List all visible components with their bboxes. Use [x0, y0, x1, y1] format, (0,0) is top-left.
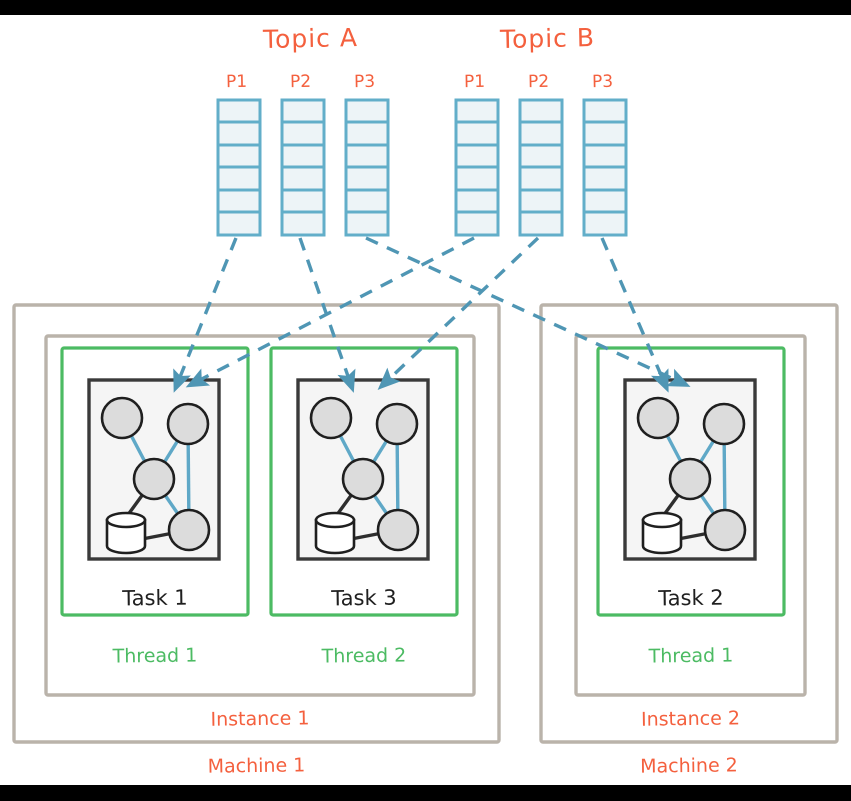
state-store-icon [105, 511, 147, 555]
assignment-arrow-topicA-p1-to-task1 [173, 237, 238, 393]
partition-topic-b-p3[interactable] [582, 98, 628, 237]
topic-a-label: Topic A [262, 23, 359, 54]
assignment-arrow-topicB-p1-to-task1 [185, 236, 475, 388]
processor-node [376, 508, 420, 552]
thread-1-label-machine-1: Thread 1 [112, 644, 198, 668]
instance-1-box [44, 334, 476, 697]
task-3-topology [296, 378, 430, 561]
processor-node [636, 396, 680, 440]
thread-1-box-machine-1 [60, 346, 250, 617]
processor-node [702, 402, 746, 446]
partition-topic-a-p1[interactable] [216, 98, 262, 237]
assignment-arrow-topicA-p3-to-task2 [365, 236, 691, 387]
processor-node [375, 402, 419, 446]
partition-topic-a-p2[interactable] [280, 98, 326, 237]
task-2-topology [623, 378, 757, 561]
letterbox-top-bar [0, 0, 851, 15]
task-3-label: Task 3 [331, 585, 397, 611]
thread-1-label-machine-2: Thread 1 [648, 644, 734, 668]
assignment-arrow-topicA-p2-to-task3 [298, 237, 356, 393]
partition-topic-b-p2[interactable] [518, 98, 564, 237]
topic-b-label: Topic B [499, 23, 596, 54]
partition-label-topic-a-p2: P2 [289, 71, 312, 93]
processor-node [341, 457, 385, 501]
letterbox-bottom-bar [0, 785, 851, 801]
processor-node [166, 402, 210, 446]
partition-topic-a-p3[interactable] [344, 98, 390, 237]
processor-node [668, 457, 712, 501]
processor-node [309, 396, 353, 440]
partition-label-topic-b-p1: P1 [463, 71, 486, 93]
assignment-arrow-topicB-p3-to-task2 [600, 237, 669, 393]
assignment-arrow-topicB-p2-to-task3 [377, 236, 540, 390]
machine-2-box [539, 303, 839, 744]
machine-2-label: Machine 2 [640, 754, 738, 778]
processor-node [132, 457, 176, 501]
partition-topic-b-p1[interactable] [454, 98, 500, 237]
partition-label-topic-a-p3: P3 [353, 71, 376, 93]
partition-label-topic-b-p2: P2 [527, 71, 550, 93]
thread-2-label-machine-1: Thread 2 [321, 644, 407, 668]
instance-2-box [574, 334, 807, 697]
partition-label-topic-a-p1: P1 [225, 71, 248, 93]
partition-label-topic-b-p3: P3 [591, 71, 614, 93]
processor-node [100, 396, 144, 440]
task-1-label: Task 1 [122, 585, 188, 611]
thread-2-box-machine-1 [269, 346, 459, 617]
instance-2-label: Instance 2 [640, 707, 741, 731]
thread-1-box-machine-2 [596, 346, 786, 617]
machine-1-box [12, 303, 501, 744]
task-1-topology [87, 378, 221, 561]
task-2-label: Task 2 [658, 585, 724, 611]
processor-node [167, 508, 211, 552]
state-store-icon [314, 511, 356, 555]
processor-node [703, 508, 747, 552]
state-store-icon [641, 511, 683, 555]
